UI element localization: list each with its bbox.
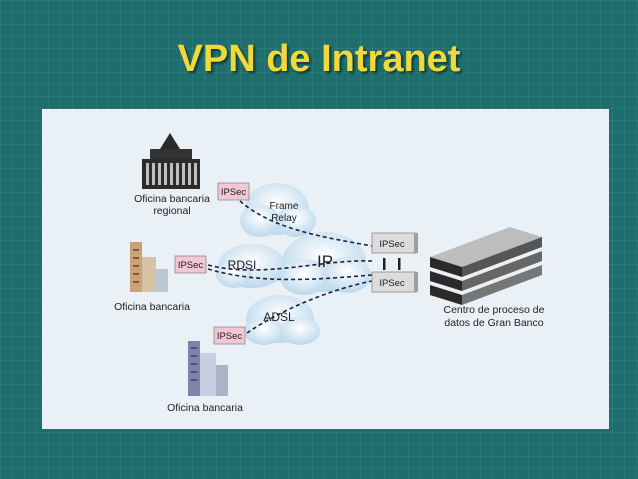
- frame-relay-label-line2: Relay: [271, 213, 297, 224]
- gateway-ipsec-top: IPSec: [371, 232, 418, 254]
- slide-title: VPN de Intranet: [177, 38, 461, 80]
- datacenter-label-line1: Centro de proceso de: [444, 304, 545, 316]
- regional-office-building-icon: [142, 133, 200, 189]
- ip-label: IP: [317, 252, 333, 271]
- adsl-label: ADSL: [263, 310, 295, 324]
- mid-office-building-icon: [130, 242, 168, 292]
- svg-text:IPSec: IPSec: [379, 278, 405, 289]
- datacenter-server-icon: [430, 227, 542, 305]
- rdsi-cloud: [216, 244, 286, 288]
- vpn-tunnels: [207, 200, 373, 334]
- ipsec-tag-regional: IPSec: [217, 182, 250, 201]
- bottom-office-label: Oficina bancaria: [167, 402, 243, 414]
- mid-office-label: Oficina bancaria: [114, 301, 190, 313]
- rdsi-label: RDSI: [228, 258, 257, 272]
- regional-office-label-line1: Oficina bancaria: [134, 193, 210, 205]
- ipsec-tag-bottom: IPSec: [213, 326, 246, 345]
- svg-text:IPSec: IPSec: [217, 331, 243, 342]
- tunnel-regional: [239, 200, 373, 247]
- datacenter-label-line2: datos de Gran Banco: [444, 317, 543, 329]
- svg-text:IPSec: IPSec: [221, 187, 247, 198]
- svg-text:IPSec: IPSec: [178, 260, 204, 271]
- ipsec-tag-mid: IPSec: [174, 255, 207, 274]
- gateway-ipsec-bottom: IPSec: [371, 271, 418, 293]
- svg-text:IPSec: IPSec: [379, 239, 405, 250]
- vpn-diagram: Oficina bancaria regional Oficina bancar…: [114, 133, 545, 414]
- diagram-panel: Oficina bancaria regional Oficina bancar…: [42, 109, 609, 429]
- gateway-connector: [383, 258, 401, 270]
- frame-relay-cloud: [240, 183, 316, 237]
- bottom-office-building-icon: [188, 341, 228, 396]
- frame-relay-label-line1: Frame: [270, 201, 299, 212]
- tunnel-mid-b: [207, 268, 373, 281]
- adsl-cloud: [244, 295, 320, 345]
- tunnel-bottom: [246, 280, 373, 334]
- regional-office-label-line2: regional: [153, 205, 190, 217]
